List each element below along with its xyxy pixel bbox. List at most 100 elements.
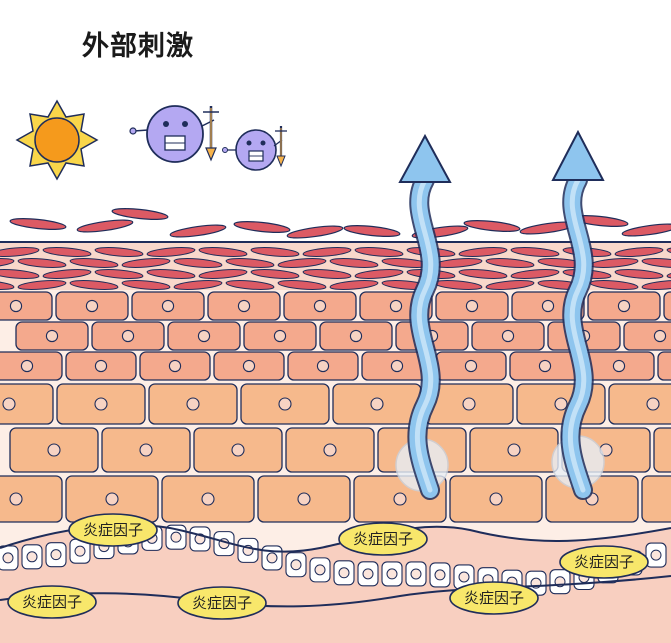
cell-nucleus: [168, 359, 182, 373]
cell-nucleus: [653, 329, 667, 343]
germ-icon-small: [222, 126, 287, 171]
cell-nucleus: [197, 329, 211, 343]
corneum-cell: [69, 279, 119, 291]
corneum-cell: [173, 257, 223, 269]
cell-nucleus: [2, 397, 16, 411]
badge-label: 炎症因子: [574, 553, 634, 571]
cell-nucleus: [201, 492, 215, 506]
cell-nucleus: [9, 492, 23, 506]
corneum-cell: [458, 268, 508, 280]
cell-nucleus: [278, 397, 292, 411]
corneum-cell: [0, 246, 40, 258]
corneum-cell: [42, 268, 92, 280]
moisture-arrow-icon: [395, 133, 452, 500]
epidermis-cell: [623, 321, 671, 351]
cell-nucleus: [121, 329, 135, 343]
cell-nucleus: [237, 299, 251, 313]
basal-nucleus: [26, 551, 38, 563]
sun-icon: [15, 99, 99, 181]
cell-nucleus: [94, 397, 108, 411]
cell-nucleus: [389, 299, 403, 313]
corneum-cell: [277, 257, 327, 269]
corneum-cell: [0, 257, 15, 269]
cell-nucleus: [393, 492, 407, 506]
flake: [9, 218, 67, 230]
corneum-cell: [0, 279, 15, 291]
corneum-cell: [250, 268, 300, 280]
epidermis-cell: [0, 383, 54, 425]
cell-nucleus: [94, 359, 108, 373]
cell-nucleus: [47, 443, 61, 457]
badge-shape: [559, 545, 649, 579]
corneum-cell: [250, 246, 300, 258]
corneum-cell: [485, 257, 535, 269]
cell-nucleus: [464, 359, 478, 373]
corneum-cell: [302, 246, 352, 258]
cell-nucleus: [273, 329, 287, 343]
basal-nucleus: [458, 571, 470, 583]
page-title: 外部刺激: [82, 31, 194, 62]
surface-flakes: [9, 208, 671, 239]
flake: [169, 224, 227, 238]
badge-shape: [449, 581, 539, 615]
corneum-cell: [42, 246, 92, 258]
badge-label: 炎症因子: [192, 594, 252, 612]
corneum-cell: [458, 246, 508, 258]
inflammatory-factor-badge: 炎症因子: [338, 522, 428, 556]
epidermis-cell: [663, 291, 671, 321]
corneum-cell: [17, 257, 67, 269]
cell-nucleus: [370, 397, 384, 411]
corneum-cell: [302, 268, 352, 280]
badge-shape: [7, 585, 97, 619]
corneum-cell: [121, 279, 171, 291]
cell-nucleus: [9, 299, 23, 313]
cell-nucleus: [139, 443, 153, 457]
cell-nucleus: [612, 359, 626, 373]
cell-nucleus: [541, 299, 555, 313]
flake: [343, 225, 401, 237]
cell-nucleus: [105, 492, 119, 506]
badge-shape: [68, 513, 158, 547]
basal-nucleus: [434, 569, 446, 581]
flake: [621, 223, 671, 237]
inflammatory-factor-badge: 炎症因子: [7, 585, 97, 619]
germ-icon-large: [129, 105, 219, 163]
corneum-cell: [277, 279, 327, 291]
badge-shape: [338, 522, 428, 556]
basal-nucleus: [650, 549, 662, 561]
basal-nucleus: [266, 552, 278, 564]
basal-nucleus: [170, 531, 182, 543]
basal-nucleus: [74, 545, 86, 557]
flake: [111, 208, 169, 220]
cell-nucleus: [186, 397, 200, 411]
cell-nucleus: [462, 397, 476, 411]
corneum-cell: [94, 268, 144, 280]
corneum-cell: [146, 268, 196, 280]
cell-nucleus: [297, 492, 311, 506]
flake: [233, 221, 291, 233]
cell-nucleus: [349, 329, 363, 343]
corneum-cell: [146, 246, 196, 258]
badge-label: 炎症因子: [464, 589, 524, 607]
basal-nucleus: [386, 568, 398, 580]
cell-nucleus: [617, 299, 631, 313]
epidermis-cell: [653, 427, 671, 473]
corneum-cell: [485, 279, 535, 291]
corneum-cell: [614, 268, 664, 280]
corneum-cell: [641, 257, 671, 269]
basal-nucleus: [290, 559, 302, 571]
cell-nucleus: [316, 359, 330, 373]
cell-nucleus: [465, 299, 479, 313]
cell-nucleus: [231, 443, 245, 457]
basal-nucleus: [2, 552, 14, 564]
stratum-corneum: [0, 246, 671, 291]
corneum-cell: [510, 268, 560, 280]
flake: [76, 219, 134, 233]
basal-nucleus: [50, 549, 62, 561]
cell-nucleus: [45, 329, 59, 343]
corneum-cell: [198, 268, 248, 280]
basal-nucleus: [314, 564, 326, 576]
cell-nucleus: [313, 299, 327, 313]
cell-nucleus: [489, 492, 503, 506]
